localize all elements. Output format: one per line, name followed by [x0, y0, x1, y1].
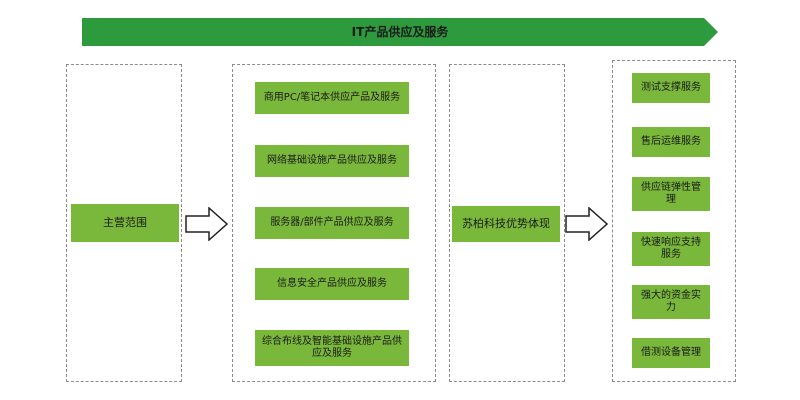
advantage-item-box: 快速响应支持服务 — [632, 232, 710, 266]
advantage-box: 苏柏科技优势体现 — [452, 206, 560, 242]
advantage-item-box: 售后运维服务 — [632, 127, 710, 157]
advantage-item-box: 测试支撑服务 — [632, 73, 710, 103]
banner-title: IT产品供应及服务 — [351, 25, 449, 39]
product-box: 信息安全产品供应及服务 — [255, 268, 409, 300]
right-arrow-icon — [565, 207, 609, 241]
product-box: 服务器/部件产品供应及服务 — [255, 207, 409, 239]
advantage-item-box: 借测设备管理 — [632, 338, 710, 368]
product-box: 网络基础设施产品供应及服务 — [255, 145, 409, 177]
advantage-item-box: 强大的资金实力 — [632, 285, 710, 319]
right-arrow-icon — [185, 207, 229, 241]
product-box: 综合布线及智能基础设施产品供应及服务 — [255, 330, 409, 366]
product-box: 商用PC/笔记本供应产品及服务 — [255, 82, 409, 114]
banner: IT产品供应及服务 — [82, 18, 718, 46]
main-scope-box: 主营范围 — [71, 204, 179, 242]
advantage-item-box: 供应链弹性管理 — [632, 177, 710, 211]
banner-arrow-shape — [82, 18, 718, 46]
advantages-frame — [612, 60, 736, 382]
